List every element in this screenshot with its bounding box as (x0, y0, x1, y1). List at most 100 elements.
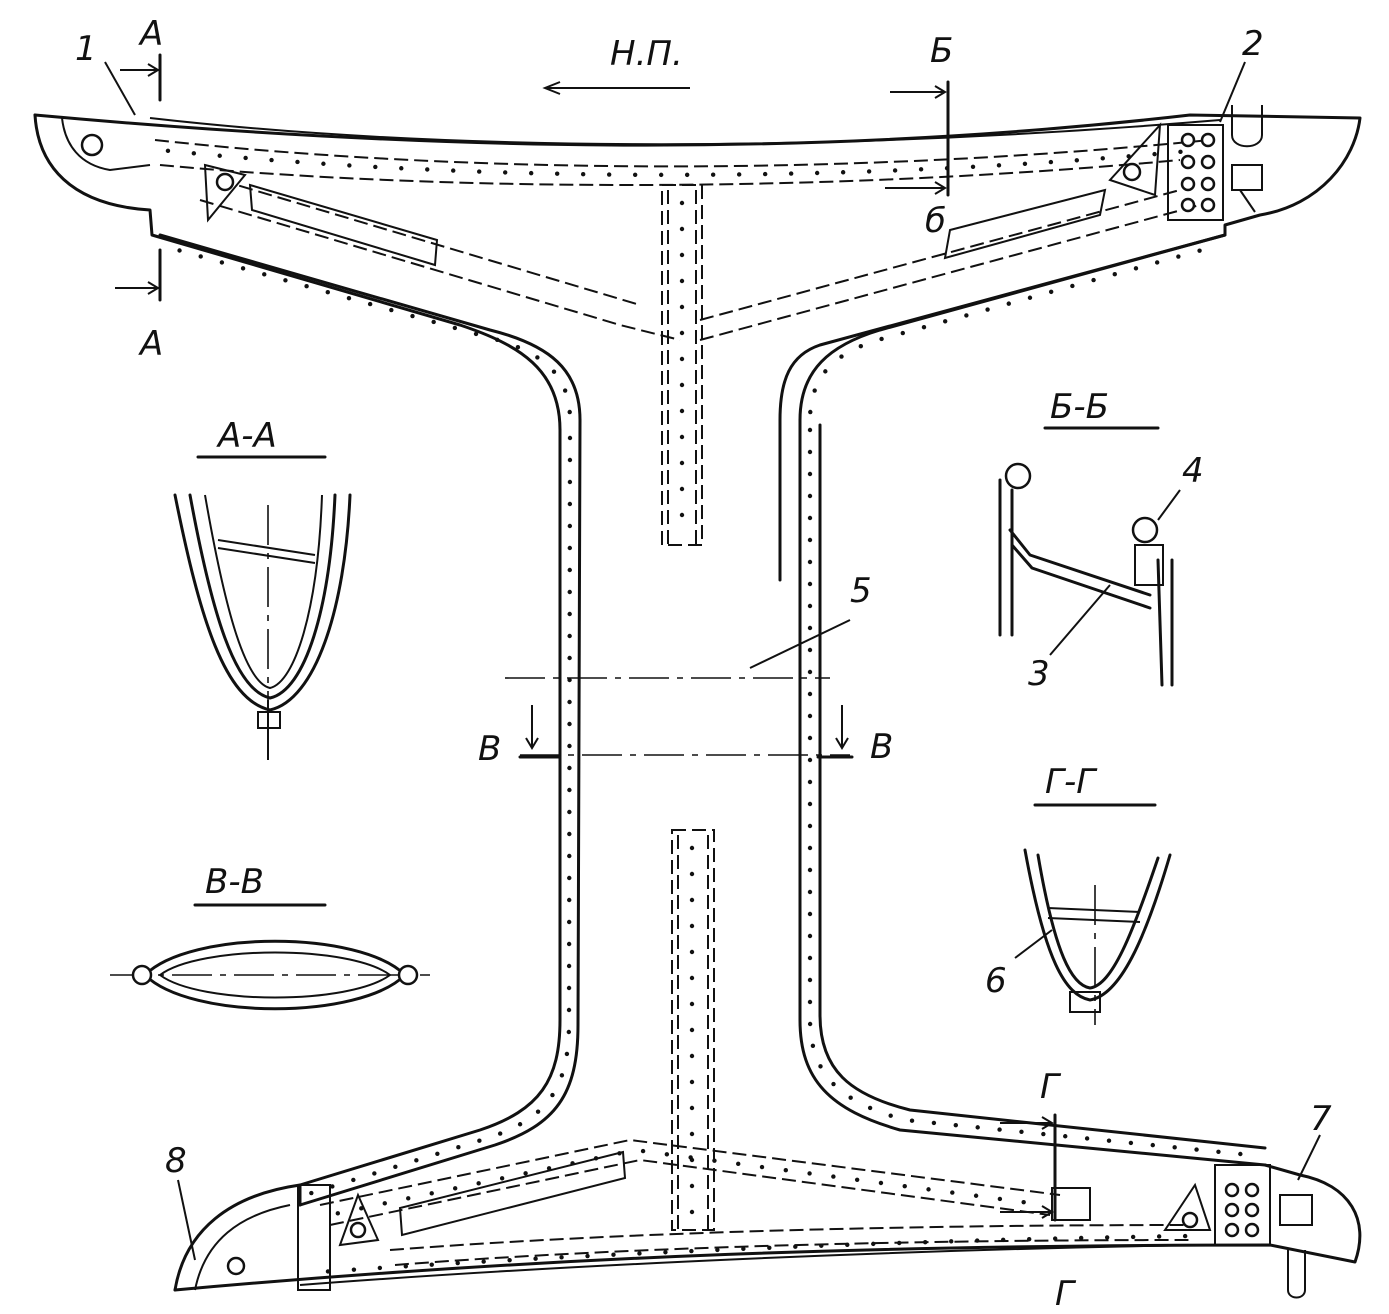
rivet (321, 161, 326, 166)
rivet (567, 809, 572, 815)
rivet (807, 559, 813, 565)
section-aa-view (173, 455, 352, 760)
rivet (854, 1177, 860, 1183)
rivet (262, 272, 267, 277)
rivet (243, 155, 248, 161)
rivet (658, 172, 664, 178)
rivet (689, 845, 695, 851)
rivet (455, 1260, 460, 1266)
rivet (567, 501, 573, 507)
rivet (476, 1181, 481, 1186)
rivet (1128, 1140, 1134, 1146)
rivet (807, 427, 813, 433)
rivet (240, 266, 246, 271)
section-gg-title: Г-Г (1045, 762, 1098, 802)
rivet (1182, 1233, 1188, 1239)
rivet (567, 545, 573, 551)
rivet (435, 1151, 440, 1156)
rivet (429, 1262, 434, 1267)
rivet (679, 460, 685, 466)
rivet (637, 1251, 642, 1256)
rivet (567, 743, 572, 749)
part-1-label: 1 (75, 29, 97, 69)
rivet (567, 567, 572, 573)
rivet (807, 735, 813, 741)
direction-label: Н.П. (610, 34, 683, 74)
rivet (807, 867, 813, 873)
rivet (359, 1206, 364, 1211)
rivet (788, 171, 794, 176)
rivet (429, 1191, 434, 1196)
side-members (158, 233, 1267, 1207)
part-3-label: 3 (1028, 654, 1050, 694)
rivet (684, 172, 690, 178)
section-bb-view (998, 426, 1174, 687)
rivet (808, 409, 813, 415)
rivet (710, 172, 716, 177)
rivet (997, 1196, 1003, 1202)
rivet (807, 933, 813, 939)
cut-b-top-label: Б (930, 31, 953, 71)
part-2-label: 2 (1242, 24, 1264, 64)
rivet (679, 512, 685, 518)
rivet (611, 1252, 616, 1257)
rivet (456, 1145, 461, 1150)
rivet (1126, 154, 1131, 159)
rivet (942, 319, 948, 324)
rivet (926, 1187, 931, 1192)
rivet (567, 699, 572, 705)
rivet (679, 382, 685, 388)
rivet (567, 457, 573, 463)
rivet (389, 307, 394, 313)
rivet (679, 200, 685, 206)
rivet (567, 435, 573, 441)
rivet (921, 324, 927, 330)
rivet (640, 1148, 646, 1154)
rivet (399, 166, 404, 171)
rivet (689, 1209, 695, 1215)
rivet (497, 1131, 503, 1136)
cut-a-top-label: А (138, 14, 163, 54)
rivet (878, 1180, 884, 1186)
rivet (973, 1193, 979, 1198)
rivet (807, 537, 813, 543)
rivet (807, 625, 813, 631)
rivet (567, 897, 572, 903)
rivet (879, 336, 884, 342)
rivet (567, 409, 572, 415)
rivet (559, 1073, 565, 1078)
rivet (1106, 1138, 1112, 1143)
rivet (807, 515, 813, 521)
leader-7 (1297, 1134, 1321, 1181)
rivet (1048, 159, 1054, 165)
rivet (515, 345, 521, 350)
rivet (679, 408, 685, 414)
rivet (382, 1201, 387, 1206)
rivet (679, 356, 685, 362)
rivet (839, 354, 844, 359)
rivet (403, 1264, 409, 1269)
rivet (741, 1246, 746, 1252)
rivet (736, 1161, 741, 1167)
part-6-label: 6 (985, 961, 1007, 1001)
rivet (567, 479, 573, 485)
rivet (736, 172, 742, 177)
rivet (566, 1007, 572, 1013)
rivet (950, 1190, 955, 1195)
rivet (1172, 1145, 1177, 1150)
rivet (793, 1244, 798, 1249)
rivet (593, 1156, 599, 1161)
rivet (351, 1267, 357, 1272)
rivet (1154, 260, 1160, 265)
rivet (283, 278, 288, 283)
rivet (1112, 272, 1117, 277)
rivet (554, 171, 560, 176)
leader-4 (1157, 489, 1181, 521)
rivet (1130, 1234, 1136, 1240)
cut-b-bottom-label: б (925, 201, 946, 241)
rivet (858, 343, 864, 349)
rivet (953, 1122, 958, 1128)
rivet (831, 1081, 836, 1087)
rivet (807, 911, 813, 917)
